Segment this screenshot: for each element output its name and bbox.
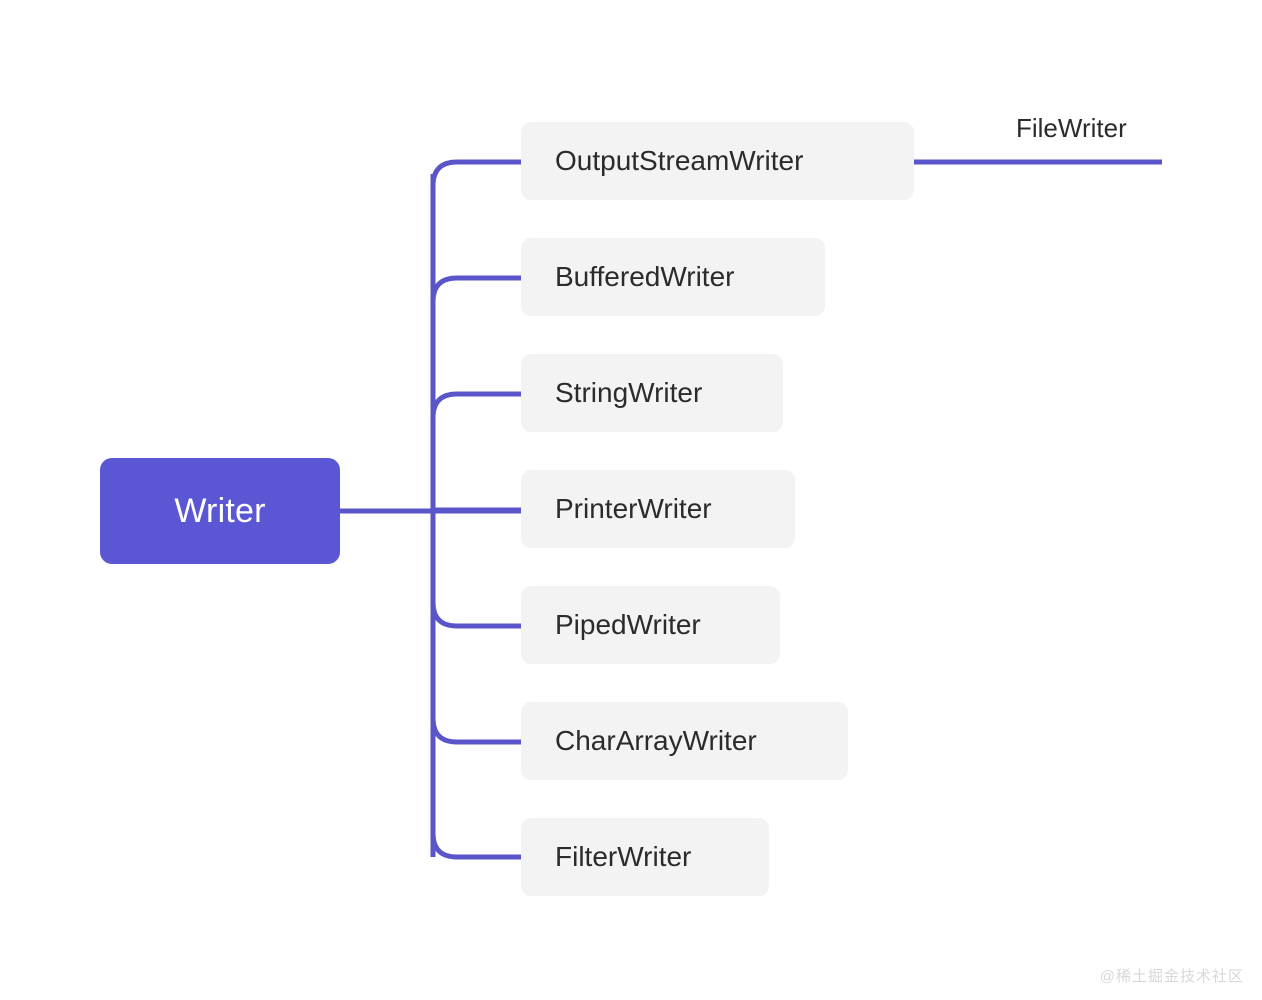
node-printerwriter[interactable]: PrinterWriter	[521, 470, 795, 548]
edge-branch-pipedwriter	[430, 601, 521, 629]
edge-branch-filterwriter	[430, 832, 521, 860]
node-bufferedwriter-label: BufferedWriter	[555, 261, 735, 292]
node-pipedwriter-label: PipedWriter	[555, 609, 701, 640]
node-filewriter[interactable]: FileWriter	[1016, 113, 1127, 144]
node-printerwriter-label: PrinterWriter	[555, 493, 712, 524]
edge-branch-bufferedwriter	[430, 275, 521, 303]
edge-branch-stringwriter	[430, 391, 521, 419]
node-bufferedwriter[interactable]: BufferedWriter	[521, 238, 825, 316]
node-outputstreamwriter[interactable]: OutputStreamWriter	[521, 122, 914, 200]
node-stringwriter[interactable]: StringWriter	[521, 354, 783, 432]
edge-branch-chararraywriter	[430, 717, 521, 745]
node-stringwriter-label: StringWriter	[555, 377, 703, 408]
node-root-writer[interactable]: Writer	[100, 458, 340, 564]
node-chararraywriter-label: CharArrayWriter	[555, 725, 757, 756]
node-outputstreamwriter-label: OutputStreamWriter	[555, 145, 804, 176]
node-filterwriter-label: FilterWriter	[555, 841, 692, 872]
node-filterwriter[interactable]: FilterWriter	[521, 818, 769, 896]
node-root-label: Writer	[174, 491, 266, 530]
node-filewriter-label: FileWriter	[1016, 113, 1127, 143]
edge-branch-outputstreamwriter	[430, 159, 521, 187]
node-pipedwriter[interactable]: PipedWriter	[521, 586, 780, 664]
watermark: @稀土掘金技术社区	[1099, 968, 1244, 985]
node-chararraywriter[interactable]: CharArrayWriter	[521, 702, 848, 780]
